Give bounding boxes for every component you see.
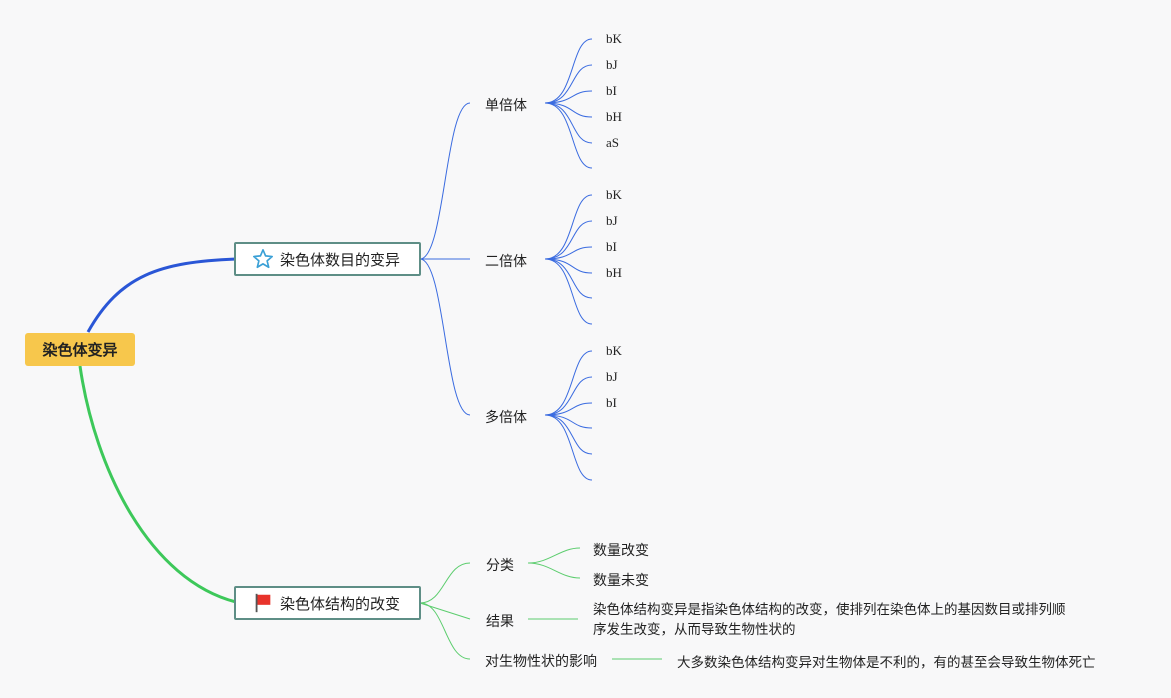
leaf-node[interactable]: aS (606, 135, 619, 150)
result-description[interactable]: 染色体结构变异是指染色体结构的改变，使排列在染色体上的基因数目或排列顺 序发生改… (593, 600, 1093, 640)
leaf-node[interactable]: bK (606, 187, 622, 202)
topic-number-label: 染色体数目的变异 (280, 250, 401, 269)
leaf-node[interactable]: bI (606, 395, 617, 410)
leaf-node[interactable]: bJ (606, 57, 618, 72)
leaf-node[interactable]: bI (606, 239, 617, 254)
topic-structure-change[interactable]: 染色体结构的改变 (234, 586, 421, 620)
leaf-node[interactable]: bH (606, 109, 622, 124)
connectors-structure-branches (419, 547, 662, 660)
branch-effect[interactable]: 对生物性状的影响 (485, 654, 597, 670)
branch-result[interactable]: 结果 (486, 614, 514, 630)
effect-description[interactable]: 大多数染色体结构变异对生物体是不利的，有的甚至会导致生物体死亡 (677, 655, 1096, 671)
branch-polyploid[interactable]: 多倍体 (485, 410, 527, 426)
leaf-node[interactable]: bK (606, 31, 622, 46)
branch-diploid[interactable]: 二倍体 (485, 254, 527, 270)
topic-number-variation[interactable]: 染色体数目的变异 (234, 242, 421, 276)
leaf-node[interactable]: bJ (606, 213, 618, 228)
result-line-1: 染色体结构变异是指染色体结构的改变，使排列在染色体上的基因数目或排列顺 (593, 602, 1066, 618)
connector-root-structure (78, 365, 237, 604)
leaf-node[interactable]: bK (606, 343, 622, 358)
connector-root-number (86, 257, 237, 333)
branch-classification[interactable]: 分类 (486, 558, 514, 574)
root-topic[interactable]: 染色体变异 (25, 333, 135, 366)
classification-item[interactable]: 数量未变 (593, 573, 649, 589)
leaf-node[interactable]: bI (606, 83, 617, 98)
branch-haploid[interactable]: 单倍体 (485, 98, 527, 114)
leaf-node[interactable]: bH (606, 265, 622, 280)
star-icon (252, 248, 274, 270)
topic-structure-label: 染色体结构的改变 (280, 594, 401, 613)
classification-item[interactable]: 数量改变 (593, 543, 649, 559)
result-line-2: 序发生改变，从而导致生物性状的 (593, 622, 796, 638)
red-flag-icon (252, 592, 274, 614)
connectors-number-branches (419, 38, 593, 481)
leaf-node[interactable]: bJ (606, 369, 618, 384)
